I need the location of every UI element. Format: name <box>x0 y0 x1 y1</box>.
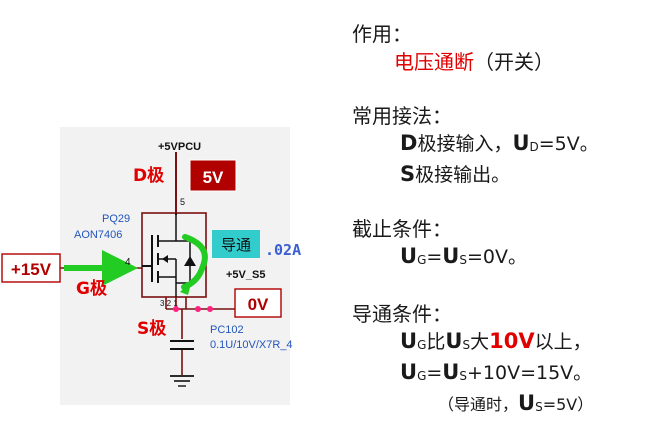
cutoff-line: UG=US=0V。 <box>352 243 662 274</box>
function-title: 作用： <box>352 22 412 46</box>
mosfet-symbol <box>141 212 207 298</box>
u-letter: U <box>442 244 460 268</box>
equals: = <box>426 246 443 268</box>
s-net-label: +5V_S5 <box>226 269 265 281</box>
d-value: =5V。 <box>538 133 599 155</box>
s-subscript: S <box>462 338 471 352</box>
u-letter: U <box>400 360 418 384</box>
on-line-2: UG=US+10V=15V。 <box>352 359 662 390</box>
explanation-panel: 作用： 电压通断（开关） 常用接法： D极接输入，UD=5V。 S极接输出。 截… <box>352 20 662 421</box>
note-prefix: （导通时， <box>438 395 519 414</box>
on-value: +10V=15V。 <box>466 362 593 384</box>
part-ref: PQ29 <box>102 213 130 225</box>
cap-value: 0.1U/10V/X7R_4 <box>210 339 293 351</box>
u-letter: U <box>400 244 418 268</box>
mosfet-switch-diagram: +5VPCU 5 D极 5V PQ29 AON7406 导通 <box>1 127 301 405</box>
d-voltage-badge: 5V <box>189 159 237 192</box>
s-text: 极接输出。 <box>415 164 511 186</box>
g-subscript: G <box>417 338 427 352</box>
s-pin-numbers: 3 2 1 <box>160 299 178 308</box>
compare-word: 比 <box>426 331 446 353</box>
g-subscript: G <box>417 369 427 383</box>
function-line: 电压通断（开关） <box>352 48 662 76</box>
u-letter: U <box>512 131 530 155</box>
g-subscript: G <box>417 253 427 267</box>
junction-dot <box>195 306 201 312</box>
note-value: =5V） <box>542 395 594 414</box>
cutoff-title: 截止条件： <box>352 217 452 241</box>
d-text: 极接输入， <box>417 133 513 155</box>
ground-icon <box>170 375 194 387</box>
on-note: （导通时，US=5V） <box>352 390 662 421</box>
above-word: 以上， <box>534 331 592 353</box>
s-subscript: S <box>459 369 467 383</box>
input-voltage-value: +15V <box>11 260 52 279</box>
function-desc: 电压通断 <box>394 50 474 74</box>
u-letter: U <box>400 329 418 353</box>
on-line-1: UG比US大10V以上， <box>352 328 662 359</box>
conduct-badge-text: 导通 <box>221 236 251 254</box>
function-paren: （开关） <box>474 50 554 74</box>
input-voltage-box: +15V <box>1 253 61 283</box>
s-pole-label: S极 <box>137 319 166 339</box>
d-pin-number: 5 <box>180 197 185 207</box>
d-pole-label: D极 <box>133 166 164 186</box>
g-pin-number: 4 <box>125 257 131 268</box>
ten-volt-highlight: 10V <box>489 329 535 353</box>
cutoff-value: =0V。 <box>466 246 527 268</box>
current-flow-arrow <box>181 234 208 290</box>
cap-ref: PC102 <box>210 324 244 336</box>
u-letter: U <box>445 329 463 353</box>
junction-dot <box>173 306 179 312</box>
s-letter: S <box>400 162 416 186</box>
usage-title: 常用接法： <box>352 104 452 128</box>
current-arrowhead <box>180 280 192 295</box>
d-voltage-value: 5V <box>203 168 224 187</box>
u-letter: U <box>442 360 460 384</box>
conduct-badge: 导通 <box>212 230 260 258</box>
usage-s-line: S极接输出。 <box>352 161 662 189</box>
junction-dot <box>207 306 213 312</box>
g-pole-label: G极 <box>76 279 107 299</box>
d-letter: D <box>400 131 418 155</box>
vcc-label: +5VPCU <box>158 141 201 153</box>
greater-word: 大 <box>470 331 490 353</box>
s-voltage-badge: 0V <box>234 288 282 318</box>
part-number: AON7406 <box>74 229 122 241</box>
s-subscript: S <box>459 253 467 267</box>
s-voltage-value: 0V <box>248 295 269 314</box>
current-label: .02A <box>265 241 301 259</box>
u-letter: U <box>518 391 536 415</box>
on-title: 导通条件： <box>352 302 452 326</box>
usage-d-line: D极接输入，UD=5V。 <box>352 130 662 161</box>
s-subscript: S <box>535 400 543 414</box>
equals: = <box>426 362 443 384</box>
d-subscript: D <box>529 140 539 154</box>
